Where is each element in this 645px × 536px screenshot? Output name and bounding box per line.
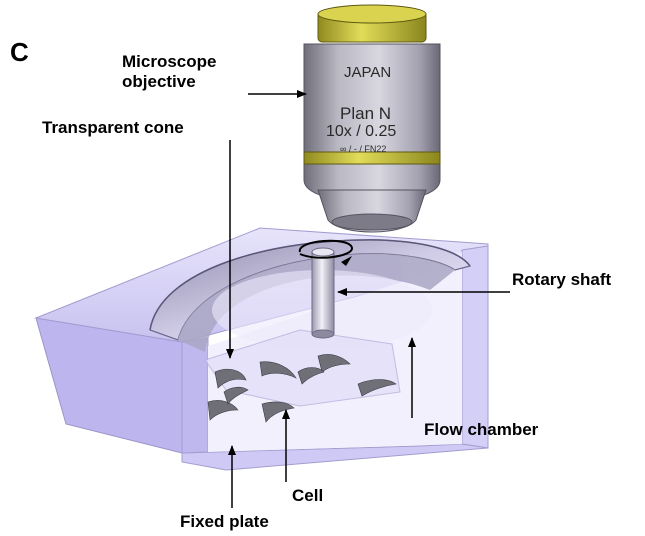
cell-shape (357, 379, 397, 397)
microscope-objective-label-line1: Microscope (122, 52, 217, 71)
fixed-plate-label: Fixed plate (180, 512, 269, 531)
panel-letter: C (10, 37, 29, 67)
rotary-shaft (299, 239, 353, 339)
objective-model-text: Plan N (340, 104, 392, 123)
leader-lines (226, 90, 510, 508)
flow-chamber-label: Flow chamber (424, 420, 539, 439)
rotation-arrow (299, 239, 353, 259)
transparent-cone-label: Transparent cone (42, 118, 184, 137)
microscope-objective (303, 4, 441, 233)
objective-specs-text: ∞ / - / FN22 (340, 144, 387, 154)
microscope-objective-label-line2: objective (122, 72, 196, 91)
objective-origin-text: JAPAN (344, 64, 392, 81)
cell-shape (223, 386, 249, 405)
cells (207, 354, 397, 423)
cell-shape (207, 400, 239, 421)
cell-shape (214, 368, 247, 389)
cell-shape (261, 401, 295, 423)
objective-magnification-text: 10x / 0.25 (326, 123, 397, 140)
cell-label: Cell (292, 486, 324, 505)
flow-chamber-block (34, 227, 489, 471)
cell-shape (259, 361, 297, 379)
cell-shape (317, 354, 351, 373)
cell-shape (297, 367, 325, 385)
rotary-shaft-label: Rotary shaft (512, 270, 612, 289)
